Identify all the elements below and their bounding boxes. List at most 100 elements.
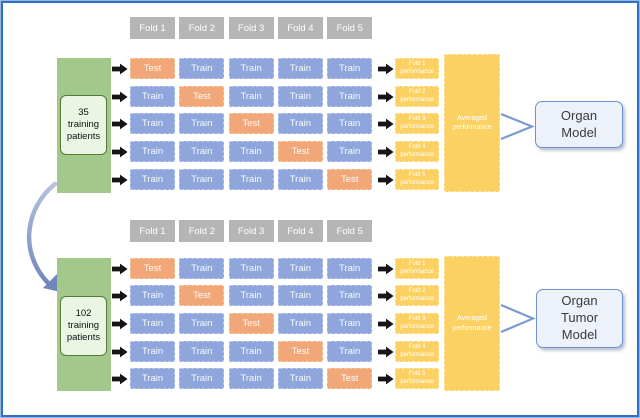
grid-cell: Train [130,113,175,134]
fold-row: Train Train Train Test Train Fold 4 perf… [112,141,440,162]
right-arrow-icon [112,373,128,385]
grid-cell: Train [179,258,225,279]
organ-tumor-model-box: Organ Tumor Model [536,289,623,348]
grid-cell: Test [179,86,225,107]
grid-cell: Train [130,169,175,190]
right-arrow-icon [112,174,128,186]
right-arrow-icon [112,146,128,158]
patients-group-box: 102 training patients [57,258,111,391]
grid-cell: Test [130,58,175,79]
grid-cell: Train [277,285,323,306]
grid-cell: Train [327,86,373,107]
grid-cell: Train [130,313,175,334]
grid-cell: Train [277,58,323,79]
grid-cell: Train [130,141,175,162]
fold-row: Train Train Train Test Train Fold 4 perf… [112,341,440,362]
grid-cell: Train [179,368,225,389]
fold-row: Test Train Train Train Train Fold 1 perf… [112,258,440,279]
grid-cell: Train [228,285,274,306]
right-arrow-icon [378,373,394,385]
fold-header: Fold 1 [130,17,175,39]
grid-cell: Train [327,141,373,162]
grid-cell: Train [228,86,274,107]
grid-cell: Test [277,141,323,162]
grid-cell: Train [327,58,373,79]
right-arrow-icon [378,118,394,130]
grid-cell: Train [179,169,225,190]
fold-row: Train Test Train Train Train Fold 2 perf… [112,86,440,107]
grid-cell: Train [228,258,274,279]
fold-performance-box: Fold 5 performance [395,368,440,389]
grid-cell: Train [327,341,373,362]
grid-cell: Train [130,285,175,306]
grid-cell: Test [228,113,274,134]
grid-cell: Train [130,368,175,389]
fold-header: Fold 4 [277,220,323,242]
right-arrow-icon [378,290,394,302]
averaged-performance-box: Averaged performance [444,256,500,391]
organ-model-box: Organ Model [535,101,623,148]
grid-cell: Train [327,313,373,334]
fold-row: Train Train Train Train Test Fold 5 perf… [112,169,440,190]
right-arrow-icon [112,290,128,302]
fold-header-row: Fold 1 Fold 2 Fold 3 Fold 4 Fold 5 [130,17,376,39]
fold-performance-box: Fold 4 performance [395,141,440,162]
grid-cell: Test [130,258,175,279]
fold-header: Fold 2 [179,220,225,242]
grid-cell: Test [179,285,225,306]
grid-cell: Train [179,113,225,134]
grid-cell: Test [228,313,274,334]
fold-header: Fold 5 [327,220,373,242]
fold-performance-box: Fold 1 performance [395,258,440,279]
right-arrow-icon [112,346,128,358]
grid-cell: Train [277,169,323,190]
patients-count-label: 102 training patients [60,296,107,356]
right-arrow-icon [112,318,128,330]
fold-header: Fold 3 [228,220,274,242]
right-arrow-icon [378,63,394,75]
averaged-performance-box: Averaged performance [444,54,500,192]
right-arrow-icon [378,346,394,358]
grid-cell: Train [277,113,323,134]
grid-cell: Test [327,169,373,190]
grid-cell: Train [277,86,323,107]
right-arrow-icon [378,318,394,330]
fold-row: Train Train Test Train Train Fold 3 perf… [112,313,440,334]
grid-cell: Train [130,341,175,362]
fold-header-row: Fold 1 Fold 2 Fold 3 Fold 4 Fold 5 [130,220,376,242]
grid-cell: Train [228,341,274,362]
grid-cell: Train [327,285,373,306]
patients-count-label: 35 training patients [60,95,107,155]
fold-row: Train Train Test Train Train Fold 3 perf… [112,113,440,134]
right-arrow-icon [378,146,394,158]
right-arrow-icon [378,174,394,186]
fold-header: Fold 4 [277,17,323,39]
fold-performance-box: Fold 3 performance [395,313,440,334]
right-arrow-icon [112,118,128,130]
grid-cell: Train [228,169,274,190]
grid-cell: Train [277,368,323,389]
fold-header: Fold 5 [327,17,373,39]
merge-connector-icon [500,303,536,334]
grid-cell: Train [228,58,274,79]
fold-performance-box: Fold 5 performance [395,169,440,190]
grid-cell: Test [277,341,323,362]
grid-cell: Train [179,141,225,162]
fold-performance-box: Fold 4 performance [395,341,440,362]
fold-performance-box: Fold 2 performance [395,285,440,306]
fold-row: Train Train Train Train Test Fold 5 perf… [112,368,440,389]
grid-cell: Train [179,58,225,79]
fold-header: Fold 1 [130,220,175,242]
grid-cell: Train [277,313,323,334]
grid-cell: Train [130,86,175,107]
fold-performance-box: Fold 1 performance [395,58,440,79]
grid-cell: Train [277,258,323,279]
right-arrow-icon [112,91,128,103]
grid-cell: Train [179,341,225,362]
merge-connector-icon [500,112,535,141]
right-arrow-icon [378,91,394,103]
fold-row: Test Train Train Train Train Fold 1 perf… [112,58,440,79]
fold-performance-box: Fold 3 performance [395,113,440,134]
right-arrow-icon [378,263,394,275]
